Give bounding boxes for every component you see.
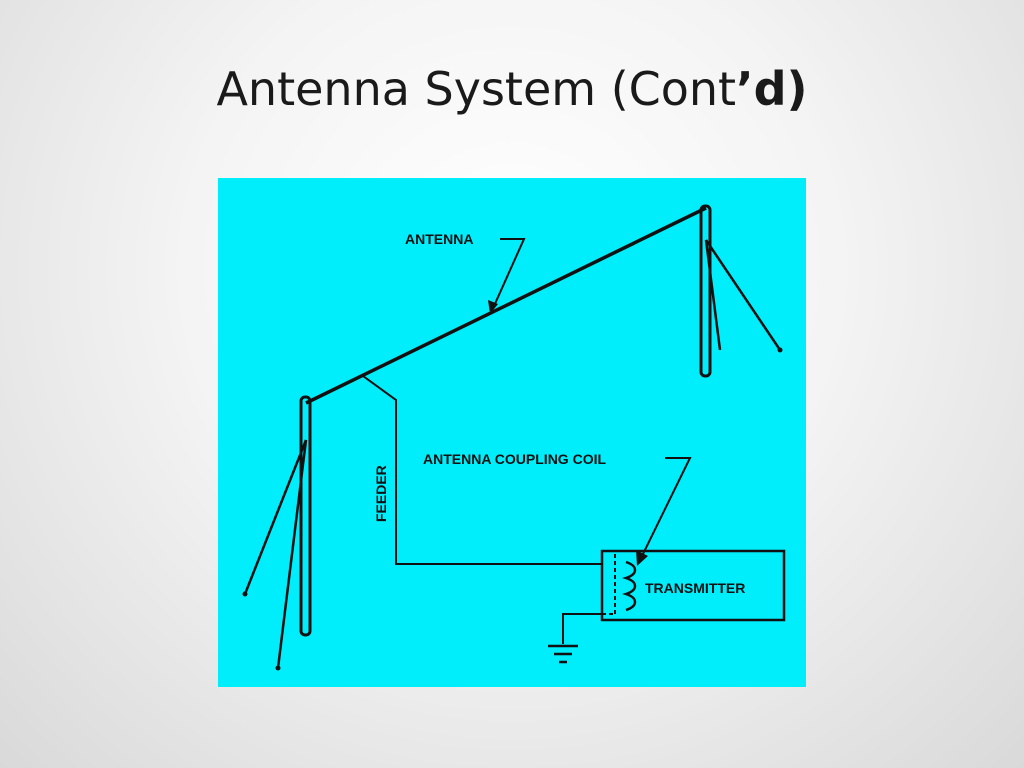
label-transmitter: TRANSMITTER [645,580,745,596]
antenna-diagram: ANTENNA ANTENNA COUPLING COIL FEEDER TRA… [218,178,806,687]
antenna-diagram-svg: ANTENNA ANTENNA COUPLING COIL FEEDER TRA… [242,204,786,671]
coupling-coil [622,560,637,612]
coupling-coil-arrowhead [636,550,648,566]
left-mast [299,395,312,637]
feeder-line [362,375,602,565]
slide-title: Antenna System (Cont’d) [0,62,1024,117]
right-mast [699,204,712,378]
label-coupling-coil: ANTENNA COUPLING COIL [423,451,606,467]
antenna-leader [493,238,526,307]
right-guy-anchor [777,347,783,353]
left-guy-anchor-2 [275,665,281,671]
right-guy-wire-1 [704,239,782,351]
antenna-arrowhead [488,300,498,314]
label-feeder: FEEDER [373,465,389,522]
right-guy-wire-2 [704,239,722,351]
transmitter-box [600,549,786,622]
ground-wire [562,613,602,644]
label-antenna: ANTENNA [405,231,473,247]
antenna-wire [305,206,707,405]
left-guy-wire-2 [276,439,308,669]
title-main-text: Antenna System (Cont [216,62,737,116]
left-guy-anchor-1 [242,591,248,597]
title-bold-text: ’d) [736,62,808,116]
left-guy-wire-1 [243,439,308,595]
coupling-coil-leader [641,457,692,557]
